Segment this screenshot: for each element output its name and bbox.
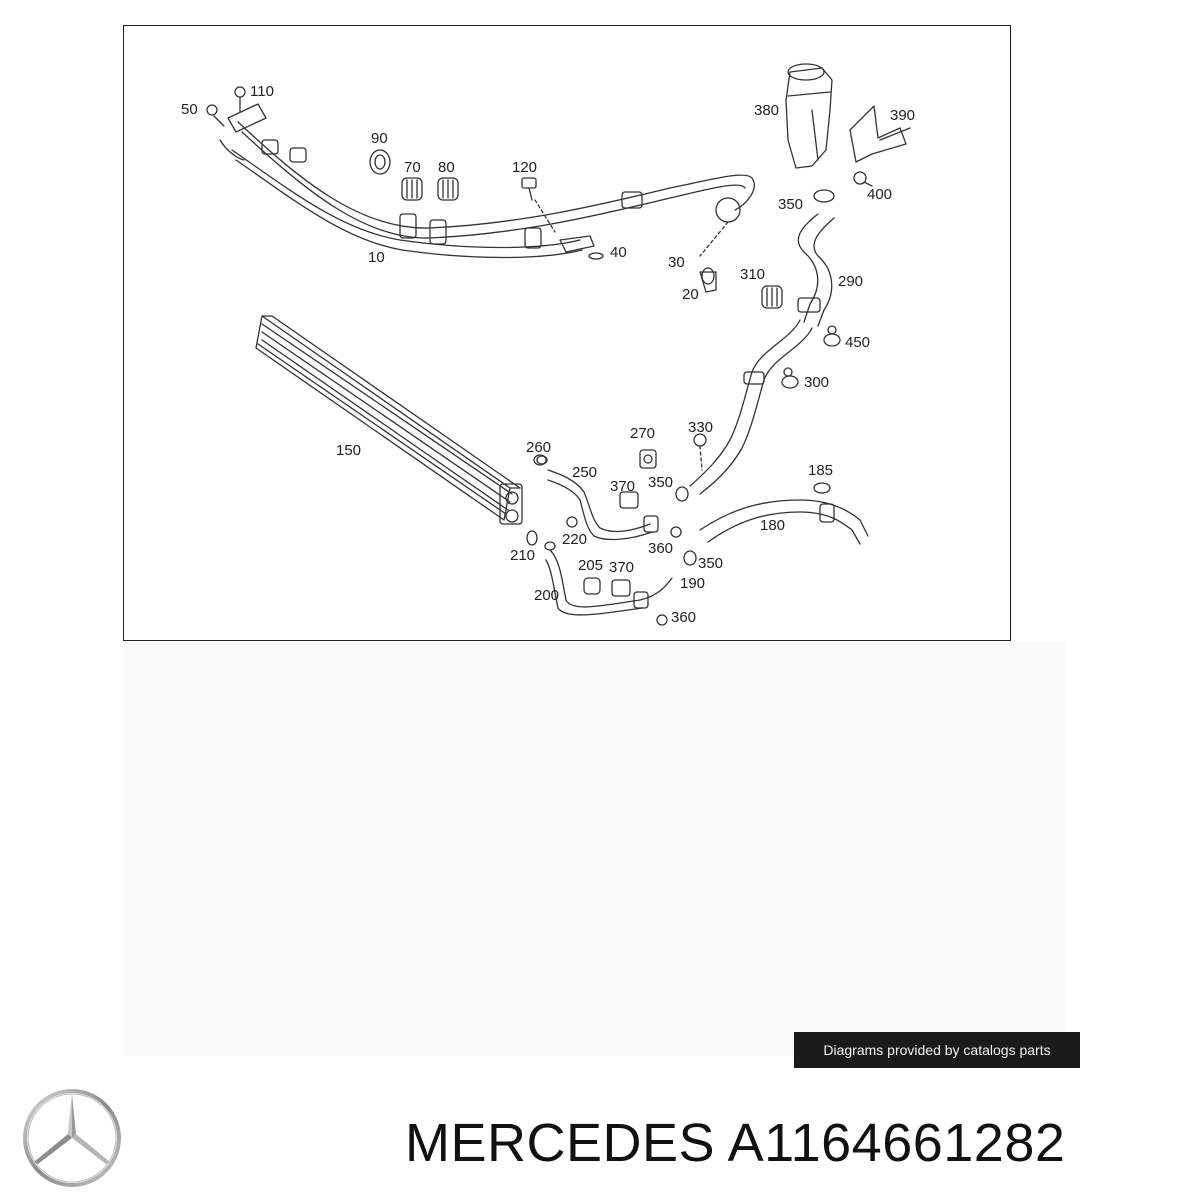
bushing-80 — [437, 177, 459, 201]
bolt-360-upper — [670, 526, 682, 538]
ring-90 — [369, 149, 391, 175]
oring-40 — [588, 252, 604, 260]
callout-350-bottom: 350 — [698, 555, 723, 572]
callout-370-upper: 370 — [610, 478, 635, 495]
callout-210: 210 — [510, 547, 535, 564]
radiator-150 — [255, 315, 523, 525]
credit-badge: Diagrams provided by catalogs parts — [794, 1032, 1080, 1068]
bolt-360-lower — [656, 614, 668, 626]
canvas-background — [123, 641, 1067, 1056]
bolt-220 — [566, 516, 578, 528]
oring-190 — [683, 550, 697, 566]
callout-350-middle: 350 — [648, 474, 673, 491]
callout-310: 310 — [740, 266, 765, 283]
clip-370-lower — [611, 579, 631, 597]
bushing-310 — [761, 285, 783, 309]
callout-400: 400 — [867, 186, 892, 203]
callout-50: 50 — [181, 101, 198, 118]
callout-220: 220 — [562, 531, 587, 548]
mercedes-star-icon — [23, 1089, 121, 1187]
clamp-300 — [781, 367, 799, 389]
callout-350-top: 350 — [778, 196, 803, 213]
pipe-250 — [533, 454, 659, 541]
clip-205 — [583, 577, 601, 595]
oring-210 — [526, 530, 538, 546]
bolt-330 — [693, 433, 707, 471]
callout-390: 390 — [890, 107, 915, 124]
callout-30: 30 — [668, 254, 685, 271]
callout-40: 40 — [610, 244, 627, 261]
credit-text: Diagrams provided by catalogs parts — [823, 1042, 1051, 1058]
callout-190: 190 — [680, 575, 705, 592]
callout-80: 80 — [438, 159, 455, 176]
callout-300: 300 — [804, 374, 829, 391]
bushing-70 — [401, 177, 423, 201]
callout-20: 20 — [682, 286, 699, 303]
callout-290: 290 — [838, 273, 863, 290]
callout-360-upper: 360 — [648, 540, 673, 557]
hose-290 — [797, 189, 835, 327]
oring-350-lower — [675, 486, 689, 502]
callout-110: 110 — [250, 83, 274, 100]
bracket-390 — [849, 105, 911, 187]
hose-180 — [699, 482, 869, 545]
bracket-50-110 — [206, 86, 267, 161]
callout-205: 205 — [578, 557, 603, 574]
callout-labels: 10 20 30 40 50 70 80 90 110 120 150 180 … — [181, 83, 915, 626]
callout-270: 270 — [630, 425, 655, 442]
callout-250: 250 — [572, 464, 597, 481]
part-title: MERCEDES A1164661282 — [405, 1113, 1066, 1173]
clamp-450 — [823, 325, 841, 347]
hose-line-10 — [231, 121, 755, 259]
callout-185: 185 — [808, 462, 833, 479]
callout-330: 330 — [688, 419, 713, 436]
bolt-120 — [521, 177, 595, 253]
callout-70: 70 — [404, 159, 421, 176]
callout-370-lower: 370 — [609, 559, 634, 576]
reservoir-380 — [785, 63, 833, 169]
callout-90: 90 — [371, 130, 388, 147]
callout-360-lower: 360 — [671, 609, 696, 626]
callout-450: 450 — [845, 334, 870, 351]
callout-120: 120 — [512, 159, 537, 176]
callout-180: 180 — [760, 517, 785, 534]
diagram-frame — [123, 25, 1011, 641]
callout-10: 10 — [368, 249, 385, 266]
callout-380: 380 — [754, 102, 779, 119]
oring-260 — [536, 455, 548, 465]
clip-270 — [639, 449, 657, 469]
clip-370-upper — [619, 491, 639, 509]
hose-lower — [689, 319, 813, 495]
callout-200: 200 — [534, 587, 559, 604]
callout-150: 150 — [336, 442, 361, 459]
callout-260: 260 — [526, 439, 551, 456]
fitting-20 — [699, 197, 741, 293]
pipe-200 — [544, 541, 673, 616]
